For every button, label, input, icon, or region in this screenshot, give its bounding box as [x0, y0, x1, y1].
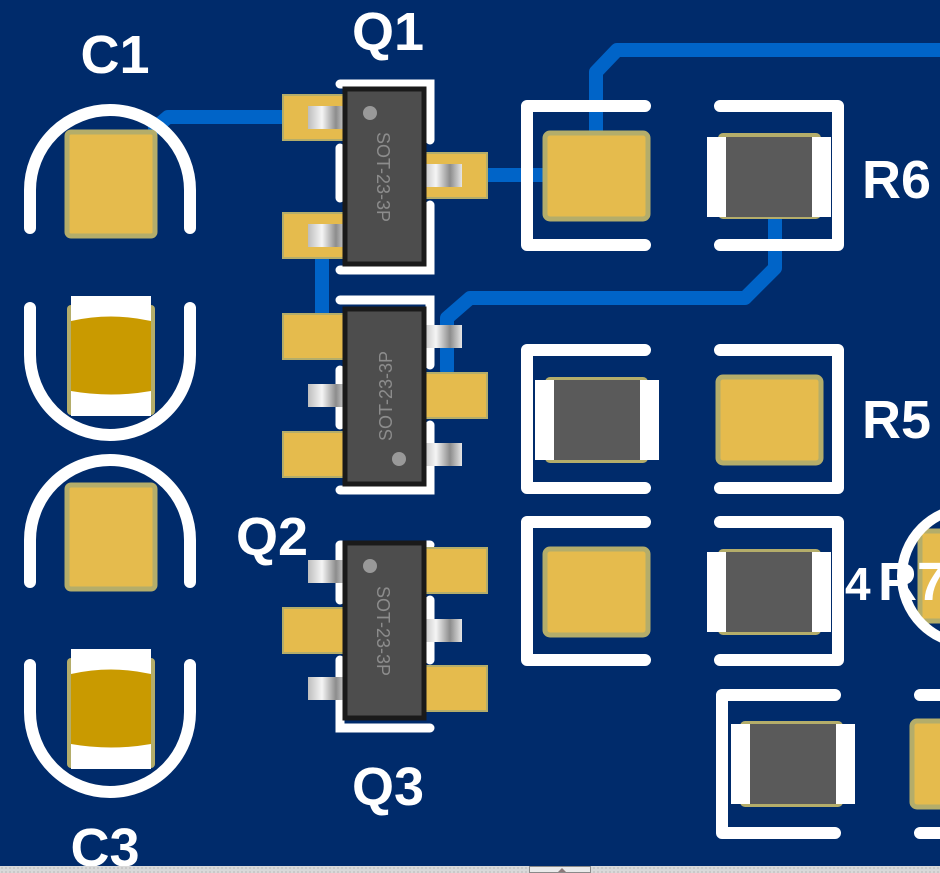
rrow3-silkscreen-right: [714, 516, 844, 666]
rrow3-body: [726, 552, 812, 632]
q3-pad-3[interactable]: [282, 607, 349, 654]
q3-body: [342, 540, 427, 721]
capacitor-c2[interactable]: [24, 296, 196, 441]
r6-silkscreen-left: [521, 100, 651, 251]
label-r7-prefix: 4: [845, 558, 871, 610]
q2-pad-2[interactable]: [282, 431, 349, 478]
r5-body: [554, 380, 640, 460]
q3-package-label: SOT-23-3P: [373, 586, 393, 676]
label-q2: Q2: [236, 507, 308, 567]
panel-collapse-handle[interactable]: [529, 866, 591, 873]
q2-pin1-marker: [392, 452, 406, 466]
q1-pin-1: [308, 106, 348, 129]
rbr-silkscreen-right: [914, 689, 940, 839]
q1-pin-3: [422, 164, 462, 187]
q3-pad-1[interactable]: [421, 547, 488, 594]
label-q1: Q1: [352, 2, 424, 62]
rrow3-pad-1[interactable]: [542, 546, 651, 638]
transistor-q3[interactable]: SOT-23-3P: [282, 540, 488, 733]
q2-pad-1[interactable]: [282, 313, 349, 360]
c1-silkscreen-outline: [24, 104, 196, 234]
r5-pad-2[interactable]: [715, 374, 824, 466]
label-c3: C3: [70, 818, 139, 866]
q2-pad-3[interactable]: [421, 372, 488, 419]
r5-silkscreen-right: [714, 344, 844, 494]
label-c1: C1: [80, 25, 149, 85]
label-r5: R5: [862, 390, 931, 450]
r5-silkscreen-left: [521, 344, 651, 494]
rrow3-silkscreen-left: [521, 516, 651, 666]
triangle-up-icon: [558, 868, 566, 872]
label-q3: Q3: [352, 757, 424, 817]
q3-pin-1: [308, 560, 348, 583]
r7-silkscreen-circle: [897, 509, 940, 643]
c3-silkscreen-outline: [24, 659, 196, 798]
q3-pin1-marker: [363, 559, 377, 573]
q1-silkscreen: [335, 79, 435, 275]
c3-terminal-top: [71, 649, 151, 674]
capacitor-c1[interactable]: [24, 104, 196, 239]
q1-pin-2: [308, 224, 348, 247]
c1-pad[interactable]: [64, 129, 158, 239]
q1-body: [342, 86, 427, 267]
q1-pin1-marker: [363, 106, 377, 120]
r6-body: [726, 137, 812, 217]
r6-pad-1[interactable]: [542, 130, 651, 222]
label-r7: R7: [878, 552, 940, 612]
cmid-pad[interactable]: [64, 482, 158, 592]
c3-terminal-bottom: [71, 744, 151, 769]
label-r6: R6: [862, 150, 931, 210]
resistor-bottom-right[interactable]: [716, 689, 940, 839]
capacitor-c3[interactable]: [24, 649, 196, 798]
c2-silkscreen-outline: [24, 302, 196, 441]
resistor-r6[interactable]: [521, 100, 844, 251]
c2-terminal-bottom: [71, 391, 151, 416]
q3-pad-2[interactable]: [421, 665, 488, 712]
q3-pin-2: [308, 677, 348, 700]
capacitor-c-mid[interactable]: [24, 454, 196, 592]
transistor-q1[interactable]: SOT-23-3P: [282, 79, 488, 275]
resistor-r5[interactable]: [521, 344, 844, 494]
q2-body: [342, 306, 427, 487]
q2-pin-3: [422, 443, 462, 466]
q2-pin-1: [422, 325, 462, 348]
r7-pad[interactable]: [917, 528, 940, 624]
q2-package-label: SOT-23-3P: [376, 351, 396, 441]
q2-pin-2: [308, 384, 348, 407]
c2-terminal-top: [71, 296, 151, 321]
bottom-panel-bar: [0, 866, 940, 873]
r6-silkscreen-right: [714, 100, 844, 251]
q1-package-label: SOT-23-3P: [373, 132, 393, 222]
rbr-pad-2[interactable]: [909, 718, 940, 810]
q3-pin-3: [422, 619, 462, 642]
component-r7[interactable]: [897, 508, 940, 644]
rbr-silkscreen-left: [716, 689, 841, 839]
transistor-q2[interactable]: SOT-23-3P: [282, 295, 488, 495]
rbr-body: [750, 724, 836, 804]
cmid-silkscreen-outline: [24, 454, 196, 588]
resistor-r-row3[interactable]: [521, 516, 844, 666]
